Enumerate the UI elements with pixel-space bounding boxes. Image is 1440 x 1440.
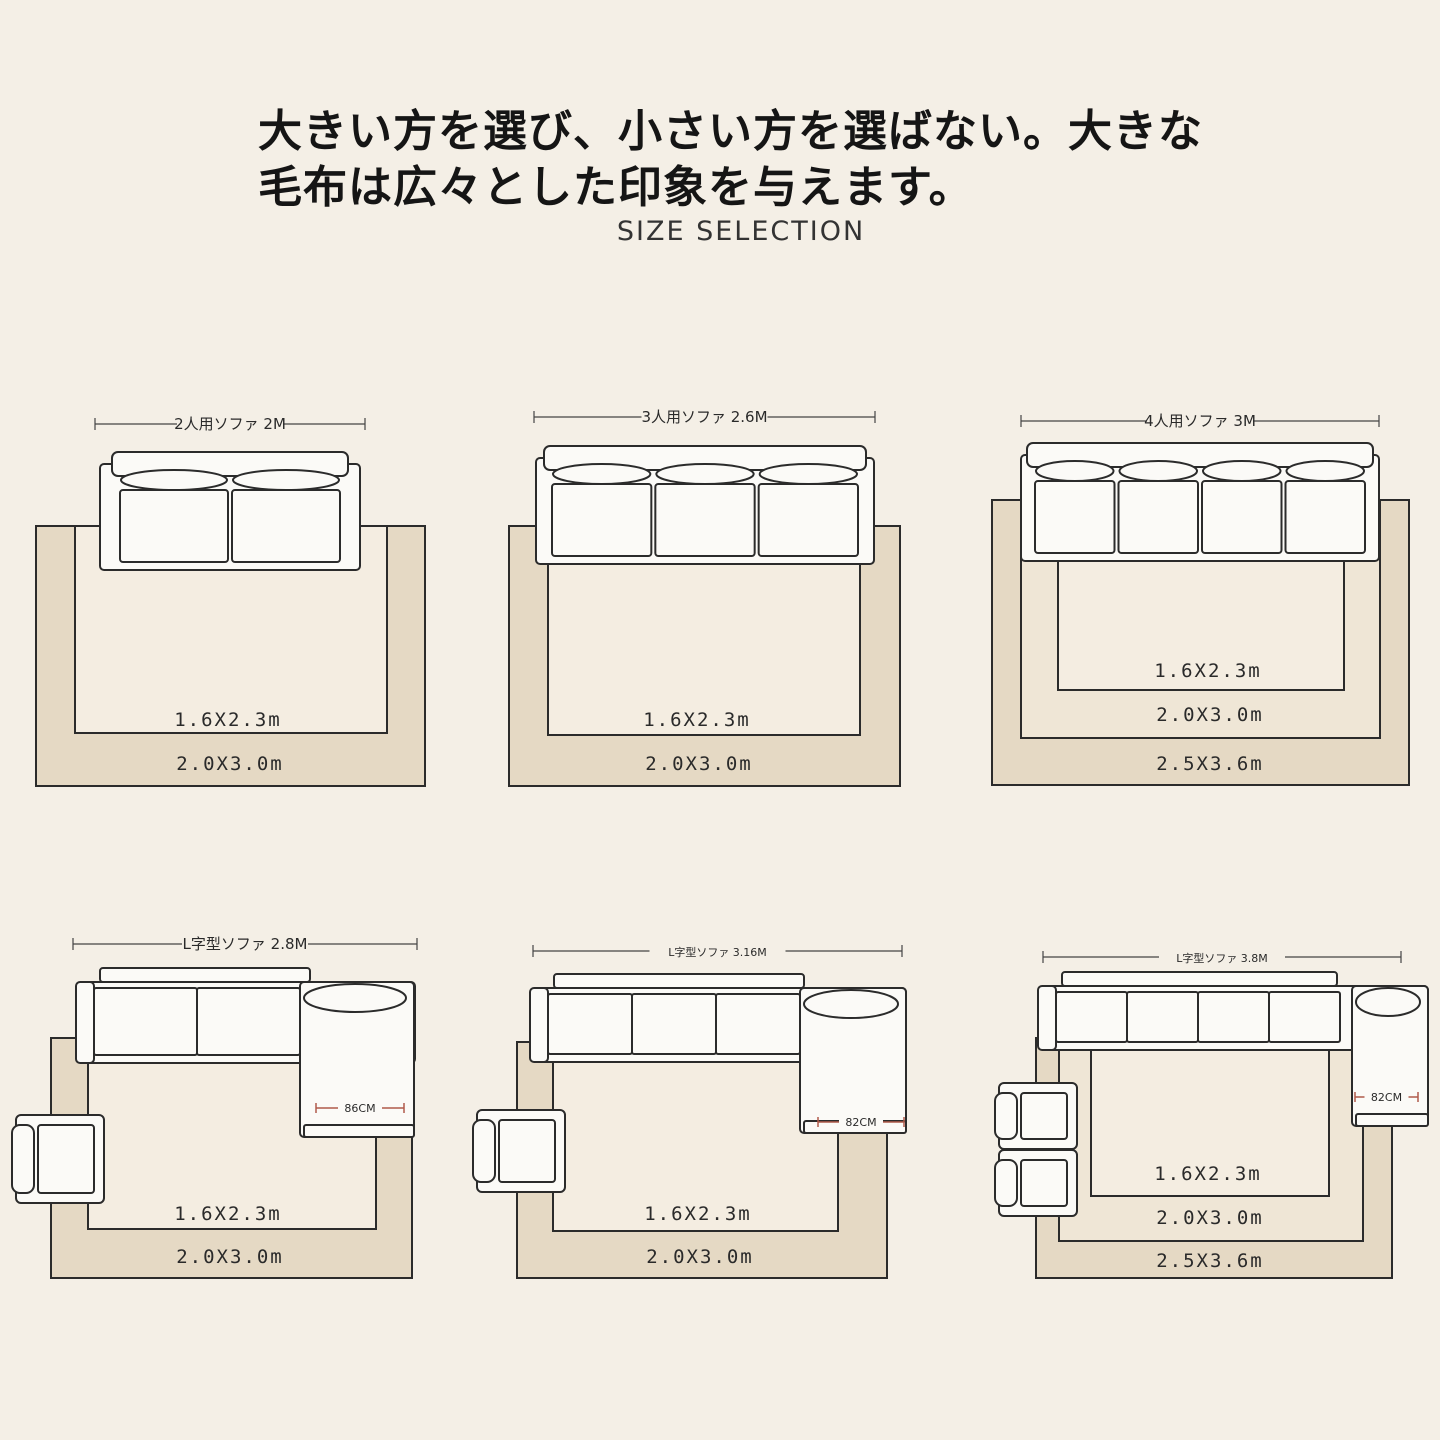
panel-3-sofa-cushion-back-3	[1202, 460, 1282, 482]
panel-6-size-2: 2.0X3.0m	[1156, 1207, 1264, 1229]
panel-6-armchair-2-back	[994, 1159, 1018, 1207]
panel-2-sofa-seat-3	[757, 483, 860, 557]
panel-4-sofa-chaise-footrest	[303, 1124, 415, 1138]
panel-1-sofa-width-label: 2人用ソファ 2M	[174, 415, 286, 433]
panel-6-sofa-width-label-bg	[1159, 947, 1285, 961]
panel-5-sofa-chaise-cushion	[803, 989, 899, 1019]
panel-3-sofa-seat-3	[1201, 480, 1283, 554]
headline-line-2: 毛布は広々とした印象を与えます。	[258, 162, 974, 213]
panel-5-sofa-seat-3	[715, 993, 801, 1055]
panel-6-sofa-width-label: L字型ソファ 3.8M	[1176, 951, 1268, 965]
headline: 大きい方を選び、小さい方を選ばない。大きな 毛布は広々とした印象を与えます。	[258, 104, 1258, 216]
panel-1-sofa-width-label-bg	[177, 414, 283, 428]
panel-4-size-2: 2.0X3.0m	[176, 1246, 284, 1268]
panel-6-sofa-seat-1	[1055, 991, 1128, 1043]
panel-2-sofa-width-label: 3人用ソファ 2.6M	[641, 408, 767, 426]
panel-2-sofa-width-label-bg	[641, 407, 768, 421]
panel-3-size-3: 2.5X3.6m	[1156, 753, 1264, 775]
panel-6-armchair-1-seat	[1020, 1092, 1068, 1140]
panel-5-rug-inner	[552, 1041, 839, 1232]
panel-5-sofa-seat-2	[631, 993, 717, 1055]
subtitle: SIZE SELECTION	[616, 216, 866, 247]
panel-4-chaise-width-label-bg	[338, 1100, 382, 1114]
panel-2-sofa-seat-1	[551, 483, 653, 557]
panel-6-sofa-chaise-footrest	[1355, 1113, 1429, 1127]
panel-3-sofa-seat-2	[1117, 480, 1199, 554]
panel-6-sofa-seat-2	[1126, 991, 1199, 1043]
panel-4-sofa-backrest	[99, 967, 311, 983]
panel-1-size-1: 1.6X2.3m	[174, 709, 282, 731]
panel-3-sofa-width-label-bg	[1147, 411, 1253, 425]
panel-6-armchair-2-seat	[1020, 1159, 1068, 1207]
panel-4-armchair-seat	[37, 1124, 95, 1194]
panel-4-sofa-seat-1	[93, 987, 198, 1056]
panel-3-sofa-seat-4	[1284, 480, 1366, 554]
panel-3-sofa-cushion-back-1	[1035, 460, 1115, 482]
panel-5-armchair-back	[472, 1119, 496, 1183]
panel-4-sofa-chaise-cushion	[303, 983, 407, 1013]
panel-6-sofa-seat-3	[1197, 991, 1270, 1043]
panel-3-sofa-backrest	[1026, 442, 1374, 468]
panel-4-sofa-width-label: L字型ソファ 2.8M	[183, 935, 308, 953]
panel-1-sofa-seat-1	[119, 489, 229, 563]
panel-5-chaise-width-label-bg	[839, 1114, 883, 1128]
panel-5-armchair-seat	[498, 1119, 556, 1183]
panel-2-size-1: 1.6X2.3m	[643, 709, 751, 731]
panel-4-sofa-arm-left	[75, 981, 95, 1064]
panel-1-sofa-seat-2	[231, 489, 341, 563]
panel-1-sofa-cushion-back-2	[232, 469, 340, 491]
panel-3-sofa-seat-1	[1034, 480, 1116, 554]
panel-5-chaise-width-label: 82CM	[845, 1116, 876, 1129]
panel-5-sofa-width-label-bg	[649, 941, 786, 955]
panel-6-sofa-arm-left	[1037, 985, 1057, 1051]
panel-3-size-2: 2.0X3.0m	[1156, 704, 1264, 726]
panel-5-sofa-seat-1	[547, 993, 633, 1055]
panel-3-sofa-width-label: 4人用ソファ 3M	[1144, 412, 1256, 430]
panel-4-chaise-width-label: 86CM	[344, 1102, 375, 1115]
panel-5-size-2: 2.0X3.0m	[646, 1246, 754, 1268]
panel-4-size-1: 1.6X2.3m	[174, 1203, 282, 1225]
panel-2-size-2: 2.0X3.0m	[645, 753, 753, 775]
panel-3-sofa-cushion-back-2	[1118, 460, 1198, 482]
panel-6-size-1: 1.6X2.3m	[1154, 1163, 1262, 1185]
panel-4-sofa-width-label-bg	[182, 934, 308, 948]
panel-5-sofa-backrest	[553, 973, 805, 989]
panel-6-sofa-chaise-cushion	[1355, 987, 1421, 1017]
panel-6-sofa-seat-4	[1268, 991, 1341, 1043]
panel-6-chaise-width-label: 82CM	[1371, 1091, 1402, 1104]
panel-5-size-1: 1.6X2.3m	[644, 1203, 752, 1225]
panel-6-armchair-1-back	[994, 1092, 1018, 1140]
panel-1-sofa-cushion-back-1	[120, 469, 228, 491]
headline-line-1: 大きい方を選び、小さい方を選ばない。大きな	[258, 106, 1203, 157]
panel-5-sofa-arm-left	[529, 987, 549, 1063]
panel-2-sofa-seat-2	[654, 483, 756, 557]
panel-6-size-3: 2.5X3.6m	[1156, 1250, 1264, 1272]
panel-6-chaise-width-label-bg	[1364, 1089, 1409, 1103]
panel-2-sofa-cushion-back-2	[655, 463, 755, 485]
panel-4-armchair-back	[11, 1124, 35, 1194]
panel-6-sofa-backrest	[1061, 971, 1338, 987]
panel-4-sofa-seat-2	[196, 987, 301, 1056]
panel-3-sofa-cushion-back-4	[1285, 460, 1365, 482]
panel-5-sofa-width-label: L字型ソファ 3.16M	[668, 945, 767, 959]
panel-2-sofa-cushion-back-3	[758, 463, 858, 485]
panel-2-sofa-cushion-back-1	[552, 463, 652, 485]
panel-3-size-1: 1.6X2.3m	[1154, 660, 1262, 682]
panel-1-size-2: 2.0X3.0m	[176, 753, 284, 775]
